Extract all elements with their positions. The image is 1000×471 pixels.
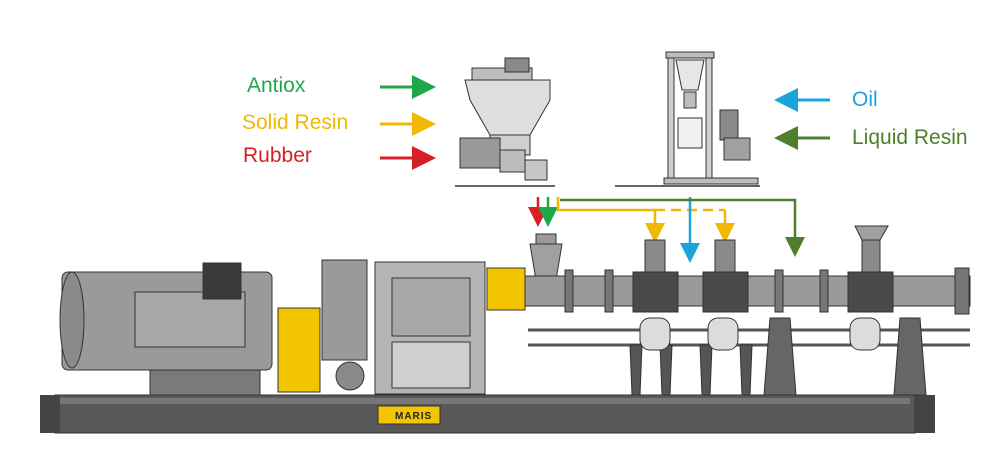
solid-resin-label: Solid Resin xyxy=(242,111,348,134)
rubber-label: Rubber xyxy=(243,144,312,167)
motor xyxy=(59,262,273,396)
coupling-guard xyxy=(277,307,321,393)
liquid-dosing-station xyxy=(615,51,760,187)
side-feeders xyxy=(632,225,894,313)
oil-label: Oil xyxy=(852,88,878,111)
input-arrows-right xyxy=(774,88,830,150)
base-frame xyxy=(40,394,935,434)
antiox-label: Antiox xyxy=(247,74,306,97)
input-arrows-left xyxy=(380,75,436,170)
solid-feeder xyxy=(455,57,555,187)
barrel-supports xyxy=(629,317,927,396)
input-labels-left: Antiox Solid Resin Rubber xyxy=(242,74,348,167)
feed-lines xyxy=(528,197,805,263)
input-labels-right: Oil Liquid Resin xyxy=(852,88,968,149)
brand-name: MARIS xyxy=(395,411,432,422)
main-hopper xyxy=(529,233,563,281)
liquid-resin-label: Liquid Resin xyxy=(852,126,968,149)
feed-block-yellow xyxy=(486,267,526,311)
gearbox xyxy=(321,259,486,395)
maris-logo-icon: MARIS xyxy=(377,405,441,425)
